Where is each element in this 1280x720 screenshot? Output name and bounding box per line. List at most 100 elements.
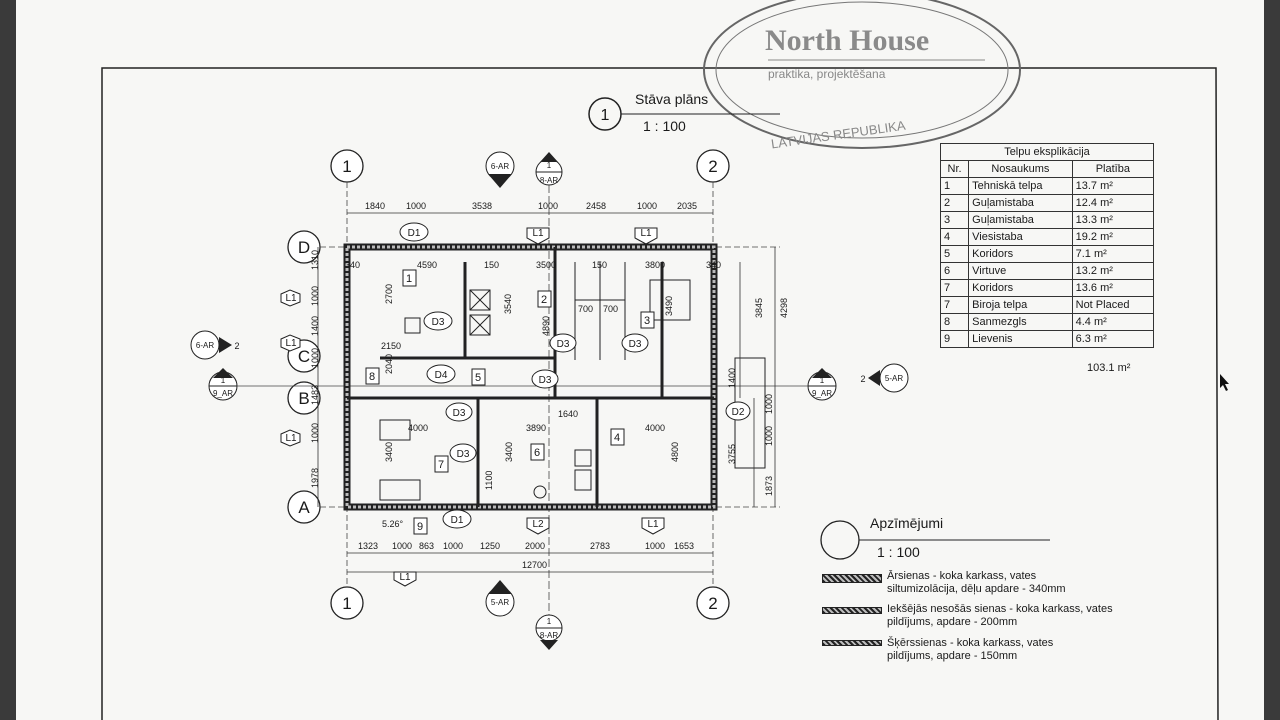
door-d3-e: D3 — [453, 408, 466, 419]
section-marker-right-5ar: 5-AR 2 — [860, 363, 909, 393]
svg-text:2: 2 — [860, 374, 865, 384]
svg-text:8-AR: 8-AR — [540, 176, 558, 185]
dim-room-3800: 3800 — [645, 260, 665, 270]
dim-right-3: 1000 — [764, 394, 774, 414]
dim-room-4000a: 4000 — [408, 423, 428, 433]
dim-room-3890: 3890 — [526, 423, 546, 433]
room-9: 9 — [417, 521, 423, 533]
dim-right-2: 4298 — [779, 298, 789, 318]
section-marker-bottom-5ar: 5-AR — [485, 580, 515, 617]
plan-title: Stāva plāns — [635, 91, 708, 107]
dim-room-340a: 340 — [345, 260, 360, 270]
dim-left-7: 1978 — [310, 468, 320, 488]
dim-right-4: 1000 — [764, 426, 774, 446]
legend-symbol — [820, 520, 1050, 560]
door-d1-bottom: D1 — [451, 515, 464, 526]
svg-text:6-AR: 6-AR — [196, 341, 214, 350]
mouse-cursor — [1220, 374, 1229, 391]
grid-label-1-bottom: 1 — [342, 594, 351, 613]
sheet-border — [101, 67, 1219, 720]
svg-text:5-AR: 5-AR — [885, 374, 903, 383]
legend-title: Apzīmējumi — [870, 515, 944, 531]
window-l1-left-b: L1 — [285, 338, 297, 349]
dim-room-3500: 3500 — [536, 260, 556, 270]
dim-left-1: 1310 — [310, 250, 320, 270]
explication-title: Telpu eksplikācija — [940, 143, 1154, 161]
window-tags: L1 L1 L1 L1 L1 L2 L1 L1 — [280, 227, 665, 587]
grid-label-a: A — [298, 498, 310, 517]
dim-top-5: 2458 — [586, 201, 606, 211]
door-tags: D1 D1 D2 D3 D3 D3 D3 D3 D3 D4 — [399, 222, 751, 529]
window-l1-bottom-left: L1 — [399, 572, 411, 583]
svg-text:1: 1 — [547, 617, 552, 626]
door-d3-f: D3 — [457, 449, 470, 460]
dim-left-5: 1483 — [310, 385, 320, 405]
dim-left-3: 1400 — [310, 316, 320, 336]
dim-top-3: 3538 — [472, 201, 492, 211]
dim-room-4800: 4800 — [670, 442, 680, 462]
legend-swatch-exterior-wall — [822, 574, 882, 583]
room-3: 3 — [644, 315, 650, 327]
legend-swatch-partition — [822, 640, 882, 646]
door-d3-b: D3 — [557, 339, 570, 350]
dim-room-2150: 2150 — [381, 341, 401, 351]
room-6: 6 — [534, 447, 540, 459]
dim-room-150a: 150 — [484, 260, 499, 270]
window-l1-top-a: L1 — [532, 228, 544, 239]
dim-room-4890: 4890 — [541, 316, 551, 336]
door-d1-top: D1 — [408, 228, 421, 239]
dim-left-6: 1000 — [310, 423, 320, 443]
door-d4: D4 — [435, 370, 448, 381]
dim-room-3400b: 3400 — [504, 442, 514, 462]
window-l1-left-a: L1 — [285, 293, 297, 304]
dim-top-7: 2035 — [677, 201, 697, 211]
stamp-brand: North House — [765, 24, 929, 57]
dim-room-2700: 2700 — [384, 284, 394, 304]
dim-room-3540: 3540 — [503, 294, 513, 314]
grid-label-d: D — [298, 238, 310, 257]
svg-text:5-AR: 5-AR — [491, 598, 509, 607]
legend-scale: 1 : 100 — [877, 544, 920, 560]
dim-bottom-9: 1653 — [674, 541, 694, 551]
door-d3-a: D3 — [432, 317, 445, 328]
room-explication-table: Telpu eksplikācija Nr. Nosaukums Platība… — [939, 143, 1155, 348]
room-8: 8 — [369, 371, 375, 383]
room-1: 1 — [406, 273, 412, 285]
grid-label-2-top: 2 — [708, 157, 717, 176]
door-d3-d: D3 — [539, 375, 552, 386]
grid-label-2-bottom: 2 — [708, 594, 717, 613]
dim-bottom-8: 1000 — [645, 541, 665, 551]
svg-text:9_AR: 9_AR — [812, 389, 832, 398]
dim-room-4000b: 4000 — [645, 423, 665, 433]
svg-text:6-AR: 6-AR — [491, 162, 509, 171]
dim-total: 12700 — [522, 560, 547, 570]
window-l2: L2 — [532, 519, 544, 530]
grid-label-1-top: 1 — [342, 157, 351, 176]
dim-bottom-3: 863 — [419, 541, 434, 551]
building-walls — [343, 243, 766, 511]
plan-scale: 1 : 100 — [643, 118, 686, 134]
window-l1-bottom: L1 — [647, 519, 659, 530]
room-2: 2 — [541, 294, 547, 306]
dim-room-1640: 1640 — [558, 409, 578, 419]
dim-right-1: 3845 — [754, 298, 764, 318]
dim-room-150b: 150 — [592, 260, 607, 270]
dim-top-6: 1000 — [637, 201, 657, 211]
svg-text:1: 1 — [547, 161, 552, 170]
door-d3-c: D3 — [629, 339, 642, 350]
section-marker-top-6ar: 6-AR — [485, 151, 515, 188]
section-marker-left-9ar: 19_AR — [208, 368, 238, 401]
grid-label-c: C — [298, 347, 310, 366]
dim-room-1400: 1400 — [727, 368, 737, 388]
